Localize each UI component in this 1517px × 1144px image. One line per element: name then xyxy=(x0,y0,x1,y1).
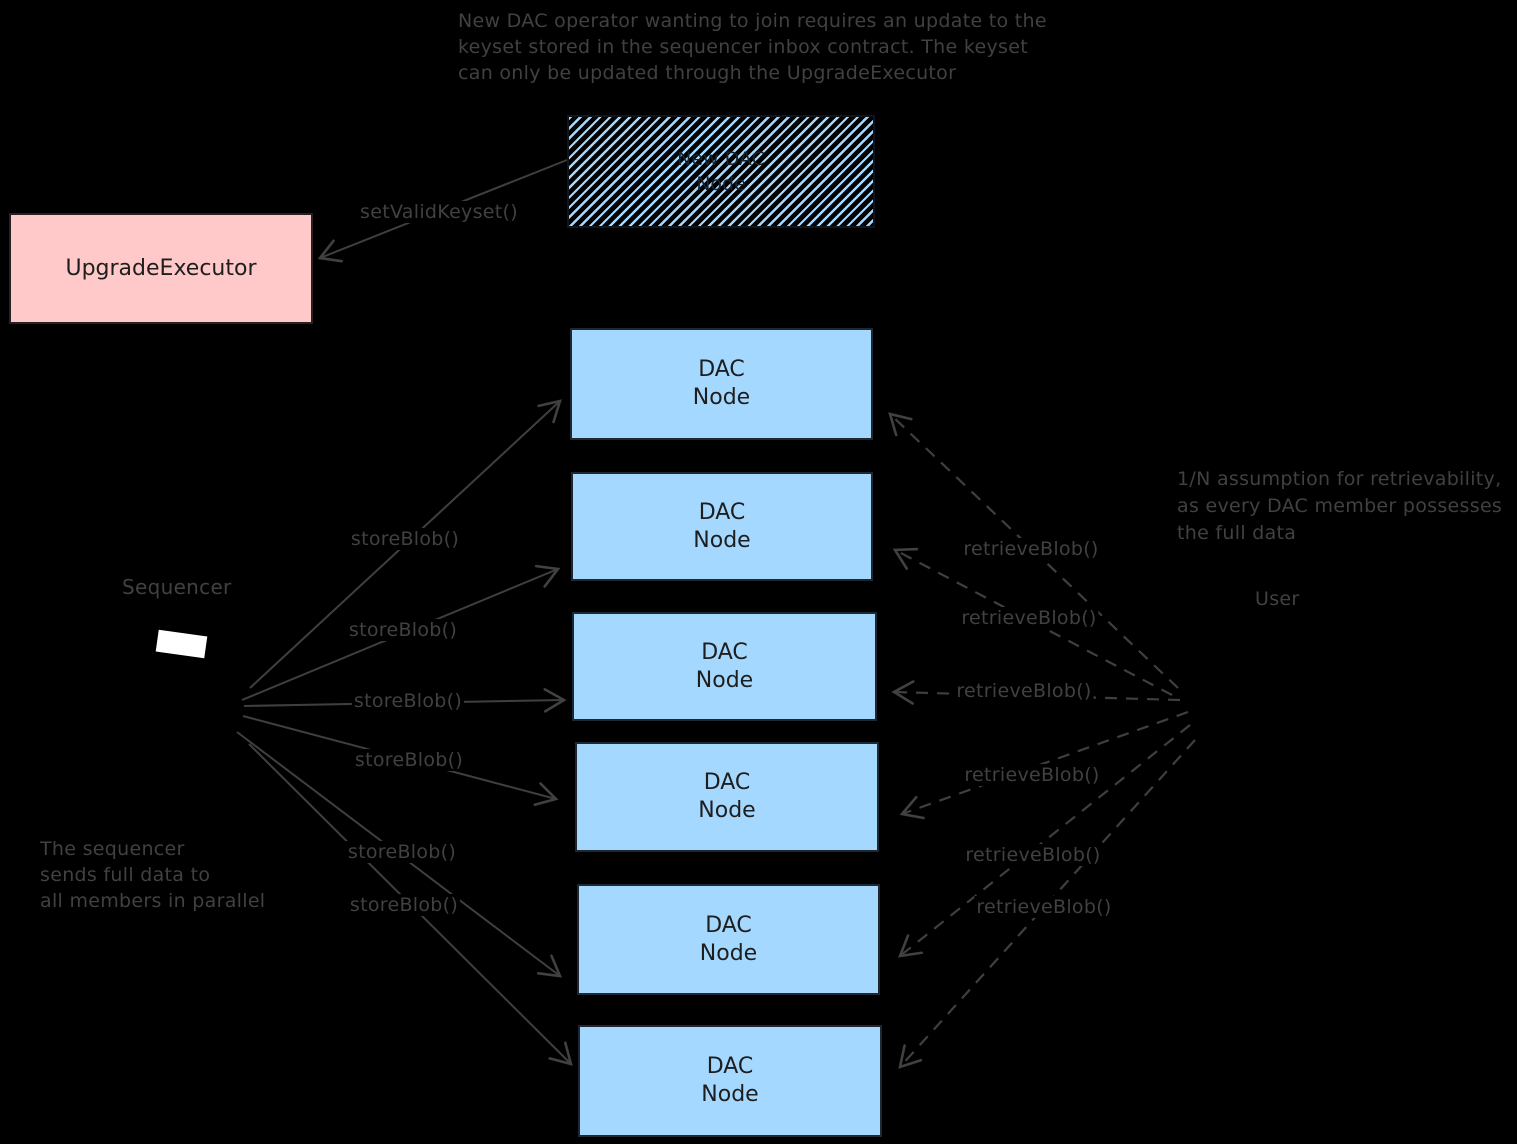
upgrade-executor-box: UpgradeExecutor xyxy=(9,213,313,324)
bottom-left-note: The sequencer sends full data to all mem… xyxy=(40,838,266,912)
retrieve-blob-arrow-4 xyxy=(899,710,1189,820)
retrieve-blob-label-4: retrieveBlob() xyxy=(962,764,1102,786)
set-valid-keyset-label: setValidKeyset() xyxy=(358,201,520,223)
user-label: User xyxy=(1255,588,1300,610)
right-note: 1/N assumption for retrievability, as ev… xyxy=(1177,468,1503,544)
new-dac-node-label: New DAC Node xyxy=(677,147,765,195)
dac-node-box-5: DAC Node xyxy=(577,884,880,995)
dac-node-label: DAC Node xyxy=(698,770,756,823)
dac-node-box-3: DAC Node xyxy=(572,612,877,721)
upgrade-executor-label: UpgradeExecutor xyxy=(65,255,257,281)
retrieve-blob-label-3: retrieveBlob() xyxy=(954,680,1094,702)
store-blob-label-5: storeBlob() xyxy=(345,841,459,863)
retrieve-blob-label-2: retrieveBlob() xyxy=(959,607,1099,629)
retrieve-blob-arrow-5 xyxy=(897,724,1191,958)
dac-node-label: DAC Node xyxy=(695,639,754,693)
dac-node-box-6: DAC Node xyxy=(578,1025,882,1137)
store-blob-label-2: storeBlob() xyxy=(346,619,460,641)
dac-node-label: DAC Node xyxy=(693,499,751,553)
retrieve-blob-label-6: retrieveBlob() xyxy=(974,896,1114,918)
dac-node-label: DAC Node xyxy=(701,1054,759,1107)
retrieve-blob-label-5: retrieveBlob() xyxy=(963,844,1103,866)
retrieve-blob-label-1: retrieveBlob() xyxy=(961,538,1101,560)
dac-node-box-1: DAC Node xyxy=(570,328,873,440)
top-note: New DAC operator wanting to join require… xyxy=(458,10,1047,84)
dac-node-label: DAC Node xyxy=(699,912,758,966)
dac-node-label: DAC Node xyxy=(692,357,751,410)
dac-node-box-4: DAC Node xyxy=(575,742,879,852)
store-blob-label-1: storeBlob() xyxy=(348,528,462,550)
retrieve-blob-arrow-3 xyxy=(891,680,1181,705)
store-blob-label-6: storeBlob() xyxy=(347,894,461,916)
store-blob-label-3: storeBlob() xyxy=(351,690,465,712)
sequencer-label: Sequencer xyxy=(122,575,232,599)
dac-node-box-2: DAC Node xyxy=(571,472,873,581)
store-blob-label-4: storeBlob() xyxy=(352,749,466,771)
new-dac-node-box: New DAC Node xyxy=(567,115,875,228)
